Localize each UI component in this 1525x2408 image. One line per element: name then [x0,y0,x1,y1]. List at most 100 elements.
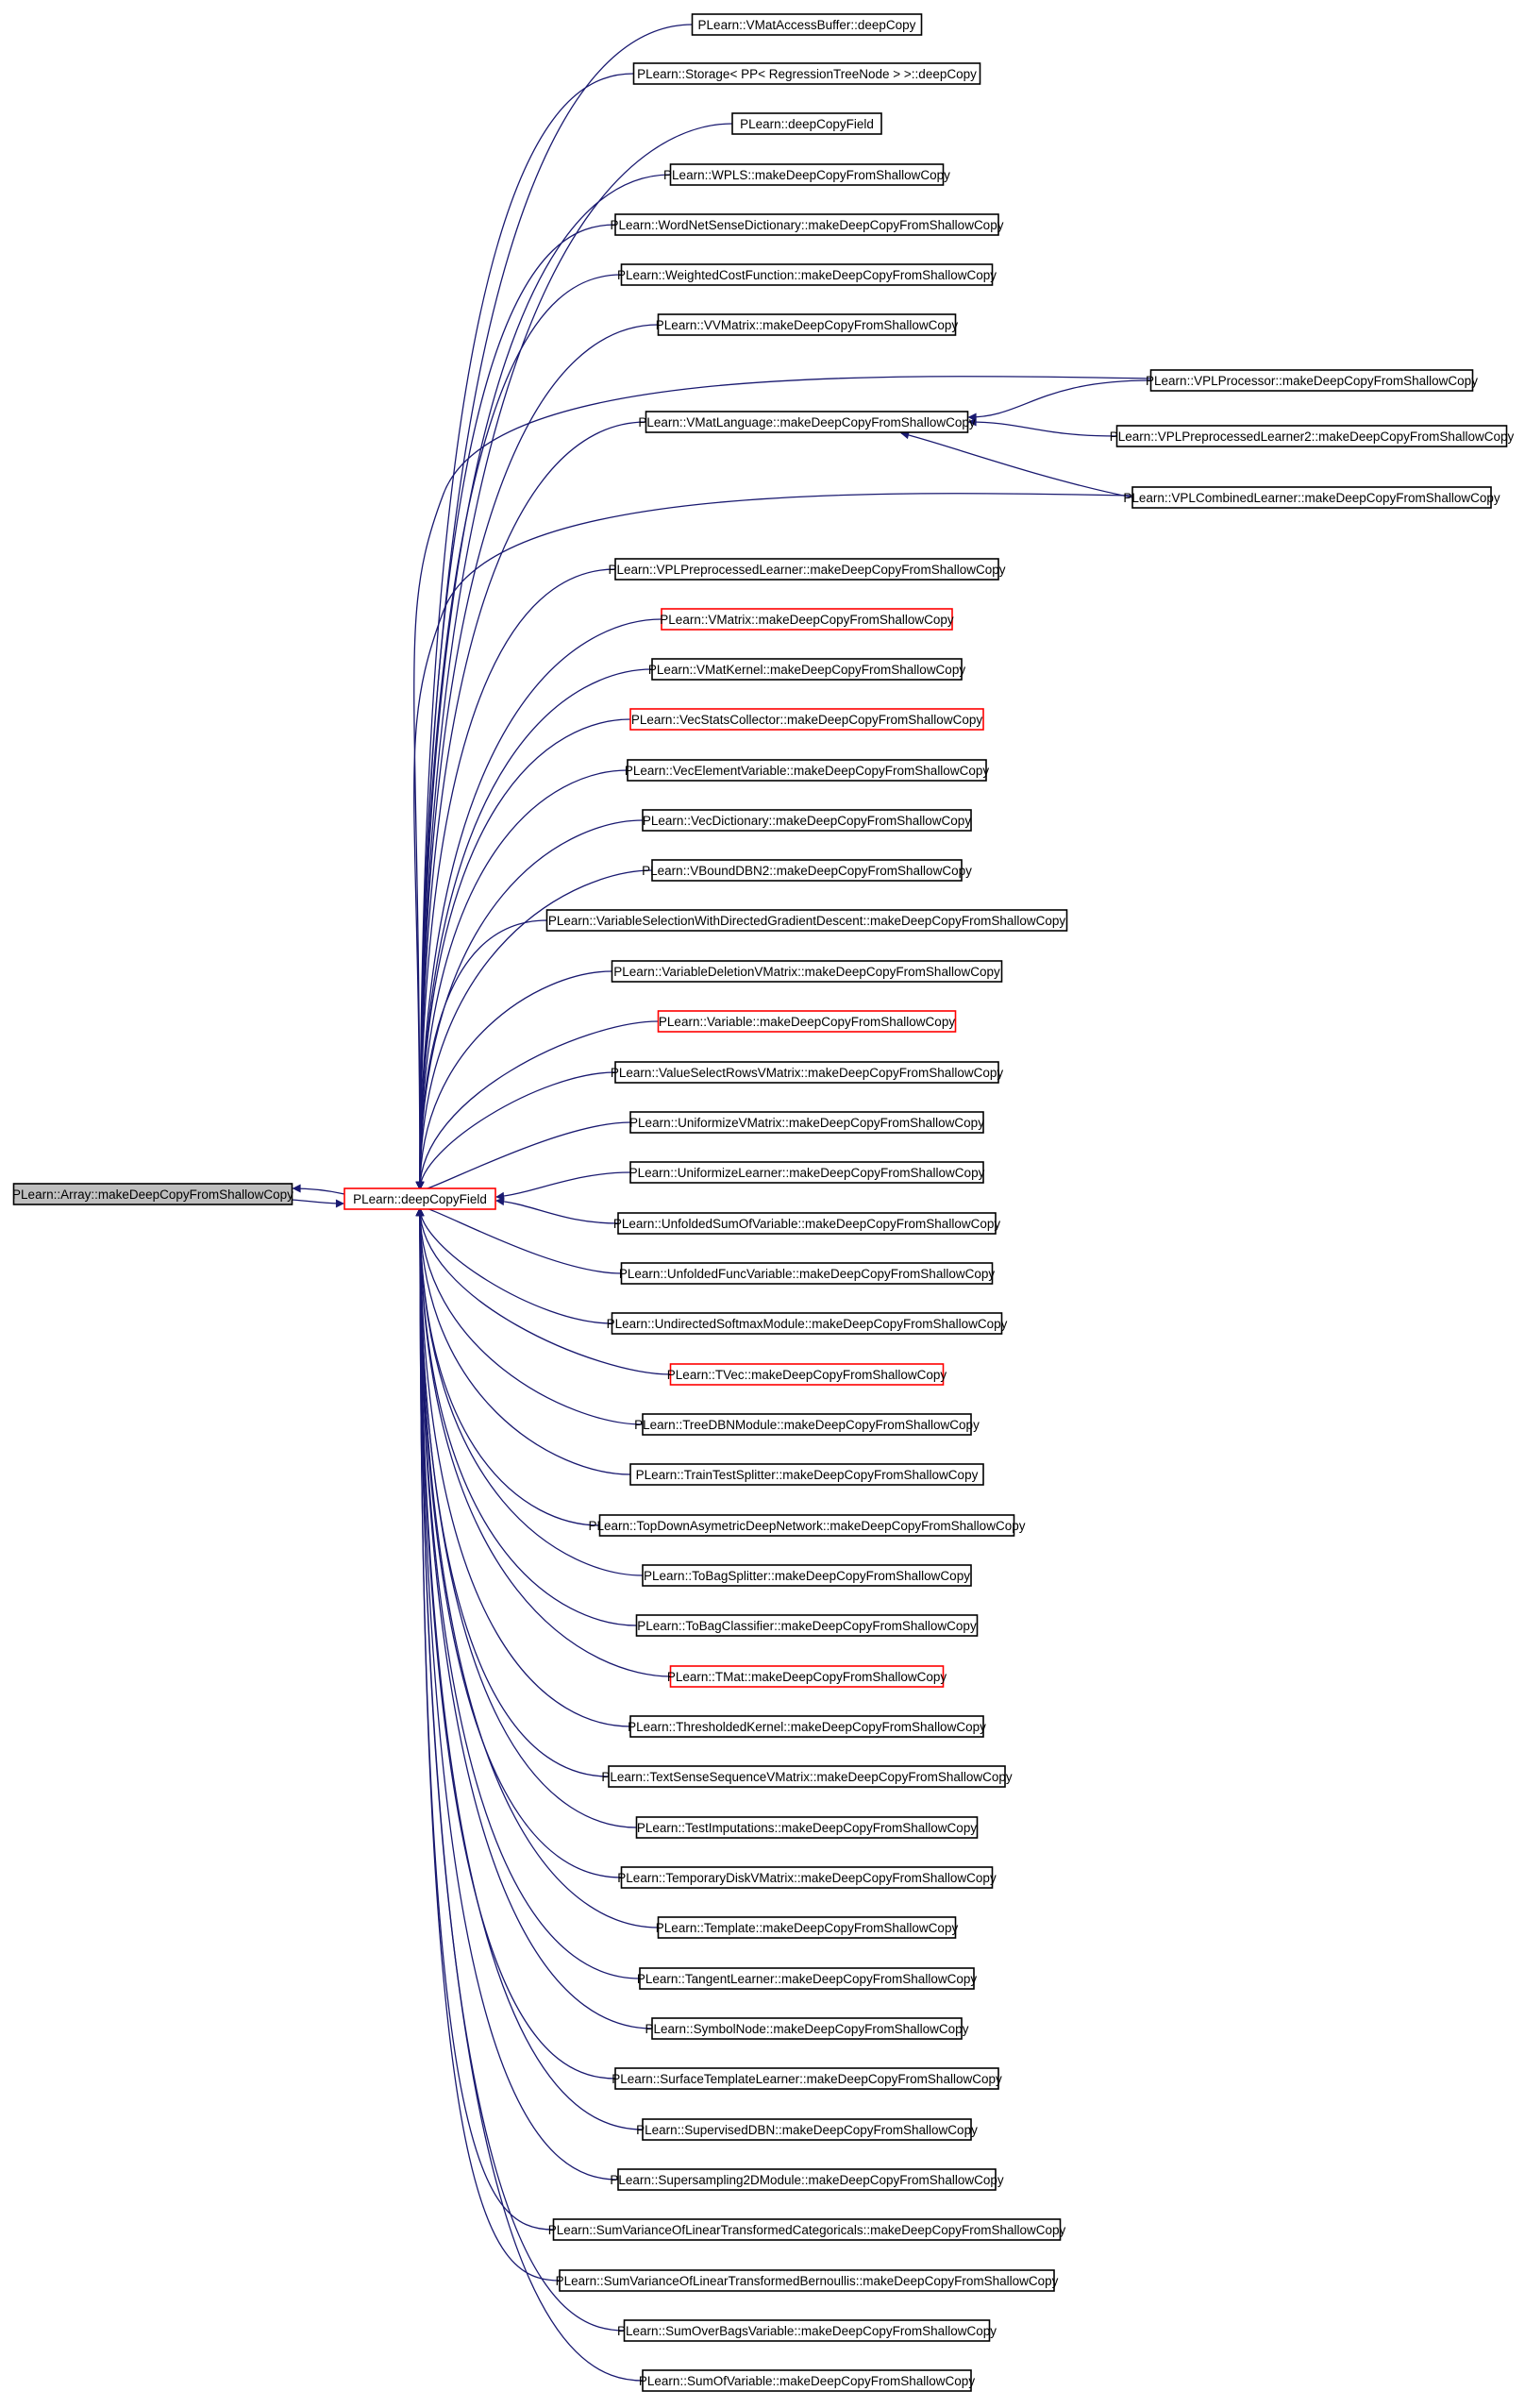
caller-node[interactable]: PLearn::WordNetSenseDictionary::makeDeep… [611,213,1004,236]
hub-node[interactable]: PLearn::deepCopyField [344,1187,496,1210]
caller-node[interactable]: PLearn::ToBagClassifier::makeDeepCopyFro… [635,1614,979,1637]
root-node[interactable]: PLearn::Array::makeDeepCopyFromShallowCo… [12,1183,293,1205]
caller-node[interactable]: PLearn::TangentLearner::makeDeepCopyFrom… [637,1967,977,1990]
node-label: PLearn::Storage< PP< RegressionTreeNode … [637,67,977,81]
caller-node[interactable]: PLearn::SumOverBagsVariable::makeDeepCop… [617,2319,997,2342]
node-label: PLearn::SupervisedDBN::makeDeepCopyFromS… [636,2123,978,2137]
caller-node[interactable]: PLearn::VVMatrix::makeDeepCopyFromShallo… [656,313,959,336]
caller-node[interactable]: PLearn::ThresholdedKernel::makeDeepCopyF… [628,1715,986,1738]
caller-node[interactable]: PLearn::SupervisedDBN::makeDeepCopyFromS… [636,2118,978,2141]
caller-node[interactable]: PLearn::TreeDBNModule::makeDeepCopyFromS… [634,1413,980,1436]
node-label: PLearn::SymbolNode::makeDeepCopyFromShal… [645,2022,969,2036]
caller-node[interactable]: PLearn::VBoundDBN2::makeDeepCopyFromShal… [642,859,972,882]
edge-root-to-hub [292,1199,344,1208]
caller-node[interactable]: PLearn::VariableSelectionWithDirectedGra… [545,909,1068,932]
edge-caller-to-hub [415,618,662,1190]
caller-node[interactable]: PLearn::TMat::makeDeepCopyFromShallowCop… [667,1665,947,1688]
node-box [620,263,994,286]
node-box [632,62,981,85]
node-label: PLearn::VBoundDBN2::makeDeepCopyFromShal… [642,864,972,878]
caller-node[interactable]: PLearn::VMatAccessBuffer::deepCopy [691,13,923,36]
node-label: PLearn::VMatAccessBuffer::deepCopy [698,18,916,32]
node-box [657,1916,957,1939]
caller-node[interactable]: PLearn::TextSenseSequenceVMatrix::makeDe… [601,1765,1013,1788]
edge-caller-to-hub [415,1207,644,1425]
node-box [661,608,953,631]
caller-node[interactable]: PLearn::deepCopyField [731,112,882,135]
caller-node[interactable]: PLearn::UnfoldedFuncVariable::makeDeepCo… [619,1262,995,1285]
caller-node[interactable]: PLearn::VariableDeletionVMatrix::makeDee… [611,960,1003,983]
node-label: PLearn::Array::makeDeepCopyFromShallowCo… [12,1187,293,1202]
node-label: PLearn::TestImputations::makeDeepCopyFro… [637,1821,977,1835]
node-label: PLearn::UnfoldedSumOfVariable::makeDeepC… [613,1217,1000,1231]
node-label: PLearn::Supersampling2DModule::makeDeepC… [610,2173,1003,2187]
caller-node[interactable]: PLearn::UndirectedSoftmaxModule::makeDee… [607,1312,1008,1335]
caller-node[interactable]: PLearn::VPLPreprocessedLearner::makeDeep… [609,558,1006,581]
edge-caller-to-hub [415,1207,622,1878]
vpl-caller-node[interactable]: PLearn::VPLPreprocessedLearner2::makeDee… [1110,425,1515,447]
edge-caller-to-hub [415,24,693,1190]
node-box [627,759,987,782]
caller-node[interactable]: PLearn::Template::makeDeepCopyFromShallo… [656,1916,959,1939]
node-box [1115,425,1508,447]
node-box [598,1514,1015,1537]
caller-node[interactable]: PLearn::TemporaryDiskVMatrix::makeDeepCo… [617,1866,997,1889]
edge-vpl-to-vmatlanguage [967,379,1151,422]
node-box [635,1816,979,1839]
node-label: PLearn::TangentLearner::makeDeepCopyFrom… [637,1972,977,1986]
edge-caller-to-hub [415,970,612,1190]
caller-node[interactable]: PLearn::UniformizeLearner::makeDeepCopyF… [629,1161,985,1184]
caller-node[interactable]: PLearn::UniformizeVMatrix::makeDeepCopyF… [629,1111,984,1134]
edge-caller-to-hub [415,174,671,1190]
node-label: PLearn::VariableSelectionWithDirectedGra… [548,914,1066,928]
caller-node[interactable]: PLearn::TestImputations::makeDeepCopyFro… [635,1816,979,1839]
caller-node[interactable]: PLearn::ValueSelectRowsVMatrix::makeDeep… [611,1061,1003,1084]
node-label: PLearn::VMatKernel::makeDeepCopyFromShal… [648,663,965,677]
caller-node[interactable]: PLearn::VecDictionary::makeDeepCopyFromS… [642,809,972,832]
caller-node[interactable]: PLearn::VMatrix::makeDeepCopyFromShallow… [660,608,954,631]
caller-node[interactable]: PLearn::Variable::makeDeepCopyFromShallo… [657,1010,957,1033]
caller-node[interactable]: PLearn::SumVarianceOfLinearTransformedCa… [548,2218,1066,2241]
node-box [614,558,999,581]
node-label: PLearn::UniformizeVMatrix::makeDeepCopyF… [629,1116,984,1130]
node-box [669,1665,945,1688]
edge-caller-to-hub [415,869,653,1190]
node-box [691,13,923,36]
caller-node[interactable]: PLearn::Supersampling2DModule::makeDeepC… [610,2168,1004,2191]
node-label: PLearn::VMatLanguage::makeDeepCopyFromSh… [638,415,975,429]
node-label: PLearn::ValueSelectRowsVMatrix::makeDeep… [611,1066,1003,1080]
caller-node[interactable]: PLearn::SumOfVariable::makeDeepCopyFromS… [639,2369,975,2392]
caller-node[interactable]: PLearn::SumVarianceOfLinearTransformedBe… [556,2269,1059,2292]
edge-caller-to-hub [415,324,659,1190]
node-box [1131,486,1492,509]
node-label: PLearn::VMatrix::makeDeepCopyFromShallow… [660,613,954,627]
node-label: PLearn::VariableDeletionVMatrix::makeDee… [613,965,1000,979]
caller-node[interactable]: PLearn::TopDownAsymetricDeepNetwork::mak… [589,1514,1026,1537]
caller-node[interactable]: PLearn::VMatKernel::makeDeepCopyFromShal… [648,658,965,681]
node-box [614,1061,999,1084]
node-box [12,1183,293,1205]
caller-node[interactable]: PLearn::Storage< PP< RegressionTreeNode … [632,62,981,85]
node-label: PLearn::TemporaryDiskVMatrix::makeDeepCo… [617,1871,997,1885]
node-box [620,1866,994,1889]
caller-node[interactable]: PLearn::VMatLanguage::makeDeepCopyFromSh… [638,411,976,433]
caller-node[interactable]: PLearn::WeightedCostFunction::makeDeepCo… [617,263,997,286]
caller-node[interactable]: PLearn::UnfoldedSumOfVariable::makeDeepC… [613,1212,1000,1235]
node-label: PLearn::VVMatrix::makeDeepCopyFromShallo… [656,318,959,332]
caller-node[interactable]: PLearn::WPLS::makeDeepCopyFromShallowCop… [663,163,950,186]
vpl-caller-node[interactable]: PLearn::VPLCombinedLearner::makeDeepCopy… [1123,486,1500,509]
caller-node[interactable]: PLearn::TrainTestSplitter::makeDeepCopyF… [629,1463,984,1486]
caller-node[interactable]: PLearn::ToBagSplitter::makeDeepCopyFromS… [642,1564,972,1587]
caller-node[interactable]: PLearn::TVec::makeDeepCopyFromShallowCop… [667,1363,947,1386]
caller-node[interactable]: PLearn::VecElementVariable::makeDeepCopy… [625,759,989,782]
edge-caller-to-hub [415,1207,616,2080]
edge-hub-to-root [292,1184,345,1195]
node-box [642,2118,972,2141]
caller-node[interactable]: PLearn::VecStatsCollector::makeDeepCopyF… [629,708,984,731]
caller-node[interactable]: PLearn::SymbolNode::makeDeepCopyFromShal… [645,2017,969,2040]
node-label: PLearn::ToBagClassifier::makeDeepCopyFro… [637,1619,977,1633]
vpl-caller-node[interactable]: PLearn::VPLProcessor::makeDeepCopyFromSh… [1146,369,1478,392]
caller-node[interactable]: PLearn::SurfaceTemplateLearner::makeDeep… [612,2067,1002,2090]
node-label: PLearn::SumOverBagsVariable::makeDeepCop… [617,2324,997,2338]
node-label: PLearn::VPLProcessor::makeDeepCopyFromSh… [1146,374,1478,388]
